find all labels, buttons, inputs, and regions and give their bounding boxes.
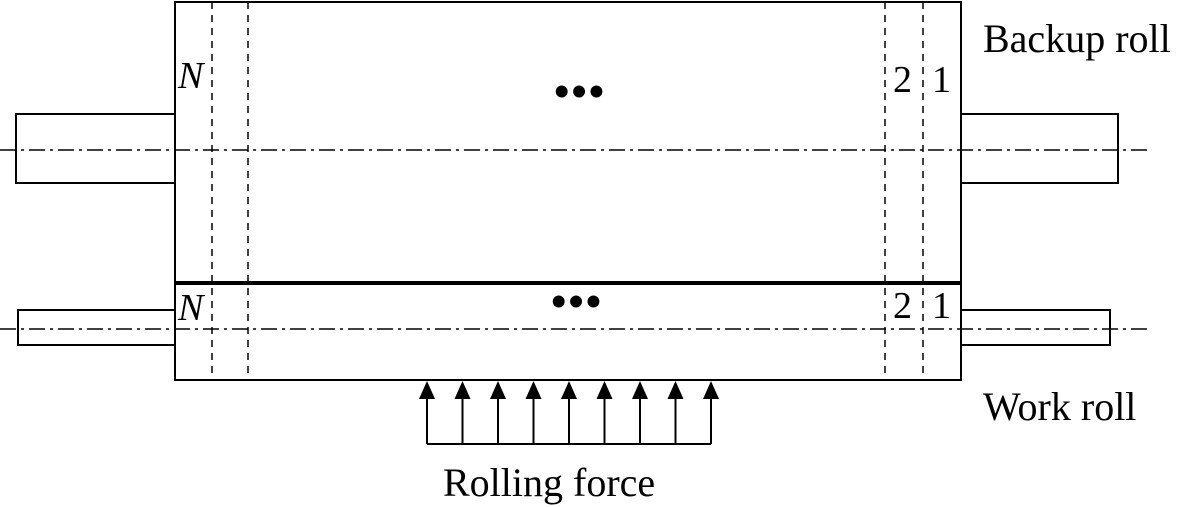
backup-roll-left-journal <box>15 113 177 184</box>
force-arrow-head <box>454 381 471 399</box>
force-arrow-head <box>490 381 506 399</box>
backup-segment-2-label: 2 <box>893 59 912 101</box>
work-roll-label: Work roll <box>983 384 1136 429</box>
force-arrow-head <box>419 381 435 399</box>
backup-segment-n-label: N <box>177 55 206 97</box>
work-roll-left-journal <box>17 309 177 346</box>
work-segment-2-label: 2 <box>893 285 912 327</box>
force-arrow-head <box>703 381 719 399</box>
force-arrow-head <box>632 381 648 399</box>
work-segment-ellipsis: ••• <box>551 277 603 326</box>
backup-segment-1-label: 1 <box>932 59 951 101</box>
backup-roll-barrel <box>174 1 962 283</box>
work-segment-n-label: N <box>177 287 206 329</box>
rolling-force-arrows <box>419 381 719 445</box>
work-roll-right-journal <box>960 309 1111 346</box>
backup-segment-ellipsis: ••• <box>554 67 606 116</box>
force-arrow-head <box>525 381 542 399</box>
force-arrow-head <box>561 381 577 399</box>
force-arrow-head <box>667 381 684 399</box>
work-segment-1-label: 1 <box>932 285 951 327</box>
work-roll-barrel <box>174 283 962 381</box>
backup-roll-right-journal <box>960 113 1119 184</box>
rolling-force-label: Rolling force <box>443 460 655 505</box>
backup-roll-label: Backup roll <box>983 16 1171 61</box>
force-arrow-head <box>596 381 613 399</box>
